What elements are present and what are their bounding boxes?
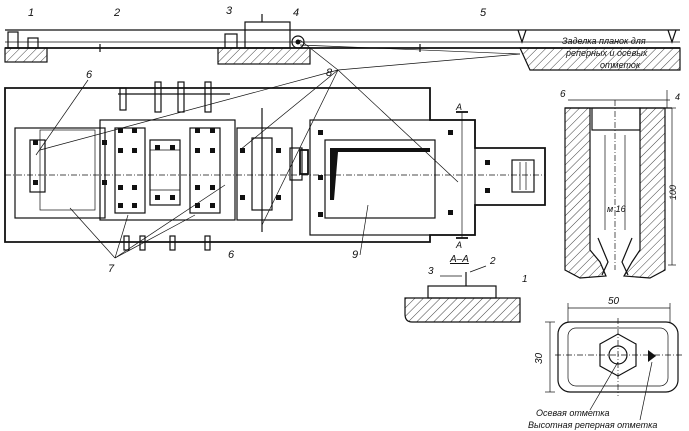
detail-dim-100: 100 [668, 185, 678, 200]
callout-3-top: 3 [226, 5, 233, 17]
callout-1-section: 1 [522, 274, 528, 285]
detail-thread: м 16 [607, 204, 626, 214]
embed-detail [564, 90, 676, 279]
section-cut-top: A [455, 102, 462, 112]
detail-title-line3: отметок [600, 60, 641, 70]
detail-label-6: 6 [560, 89, 566, 100]
plate-label-axis: Осевая отметка [536, 408, 610, 418]
callout-1-top: 1 [28, 7, 34, 19]
callout-9: 9 [352, 249, 358, 261]
section-a-a [404, 265, 521, 323]
callout-2-top: 2 [113, 7, 120, 19]
plate-dim-50: 50 [608, 296, 620, 307]
elevation-view [4, 14, 681, 71]
section-cut-bottom: A [455, 240, 462, 250]
detail-title-line2: реперных и осевых [565, 48, 648, 58]
plan-view [4, 39, 546, 259]
detail-title-line1: Заделка планок для [562, 36, 646, 46]
plate-dim-30: 30 [534, 352, 545, 364]
callout-8: 8 [326, 67, 333, 79]
plate-detail [545, 303, 682, 421]
detail-dim-4: 4 [675, 92, 680, 102]
section-title: А–А [449, 254, 469, 265]
callout-6-bottom: 6 [228, 249, 235, 261]
plate-label-ref: Высотная реперная отметка [528, 420, 657, 430]
callout-3-section: 3 [428, 266, 434, 277]
callout-5-top: 5 [480, 7, 487, 19]
callout-4-top: 4 [293, 7, 299, 19]
callout-6-left: 6 [86, 69, 93, 81]
callout-7: 7 [108, 263, 115, 275]
callout-2-section: 2 [489, 256, 496, 267]
callout-labels: 1 2 3 4 5 6 8 7 6 9 A A А–А 3 2 1 Заделк… [28, 5, 680, 430]
